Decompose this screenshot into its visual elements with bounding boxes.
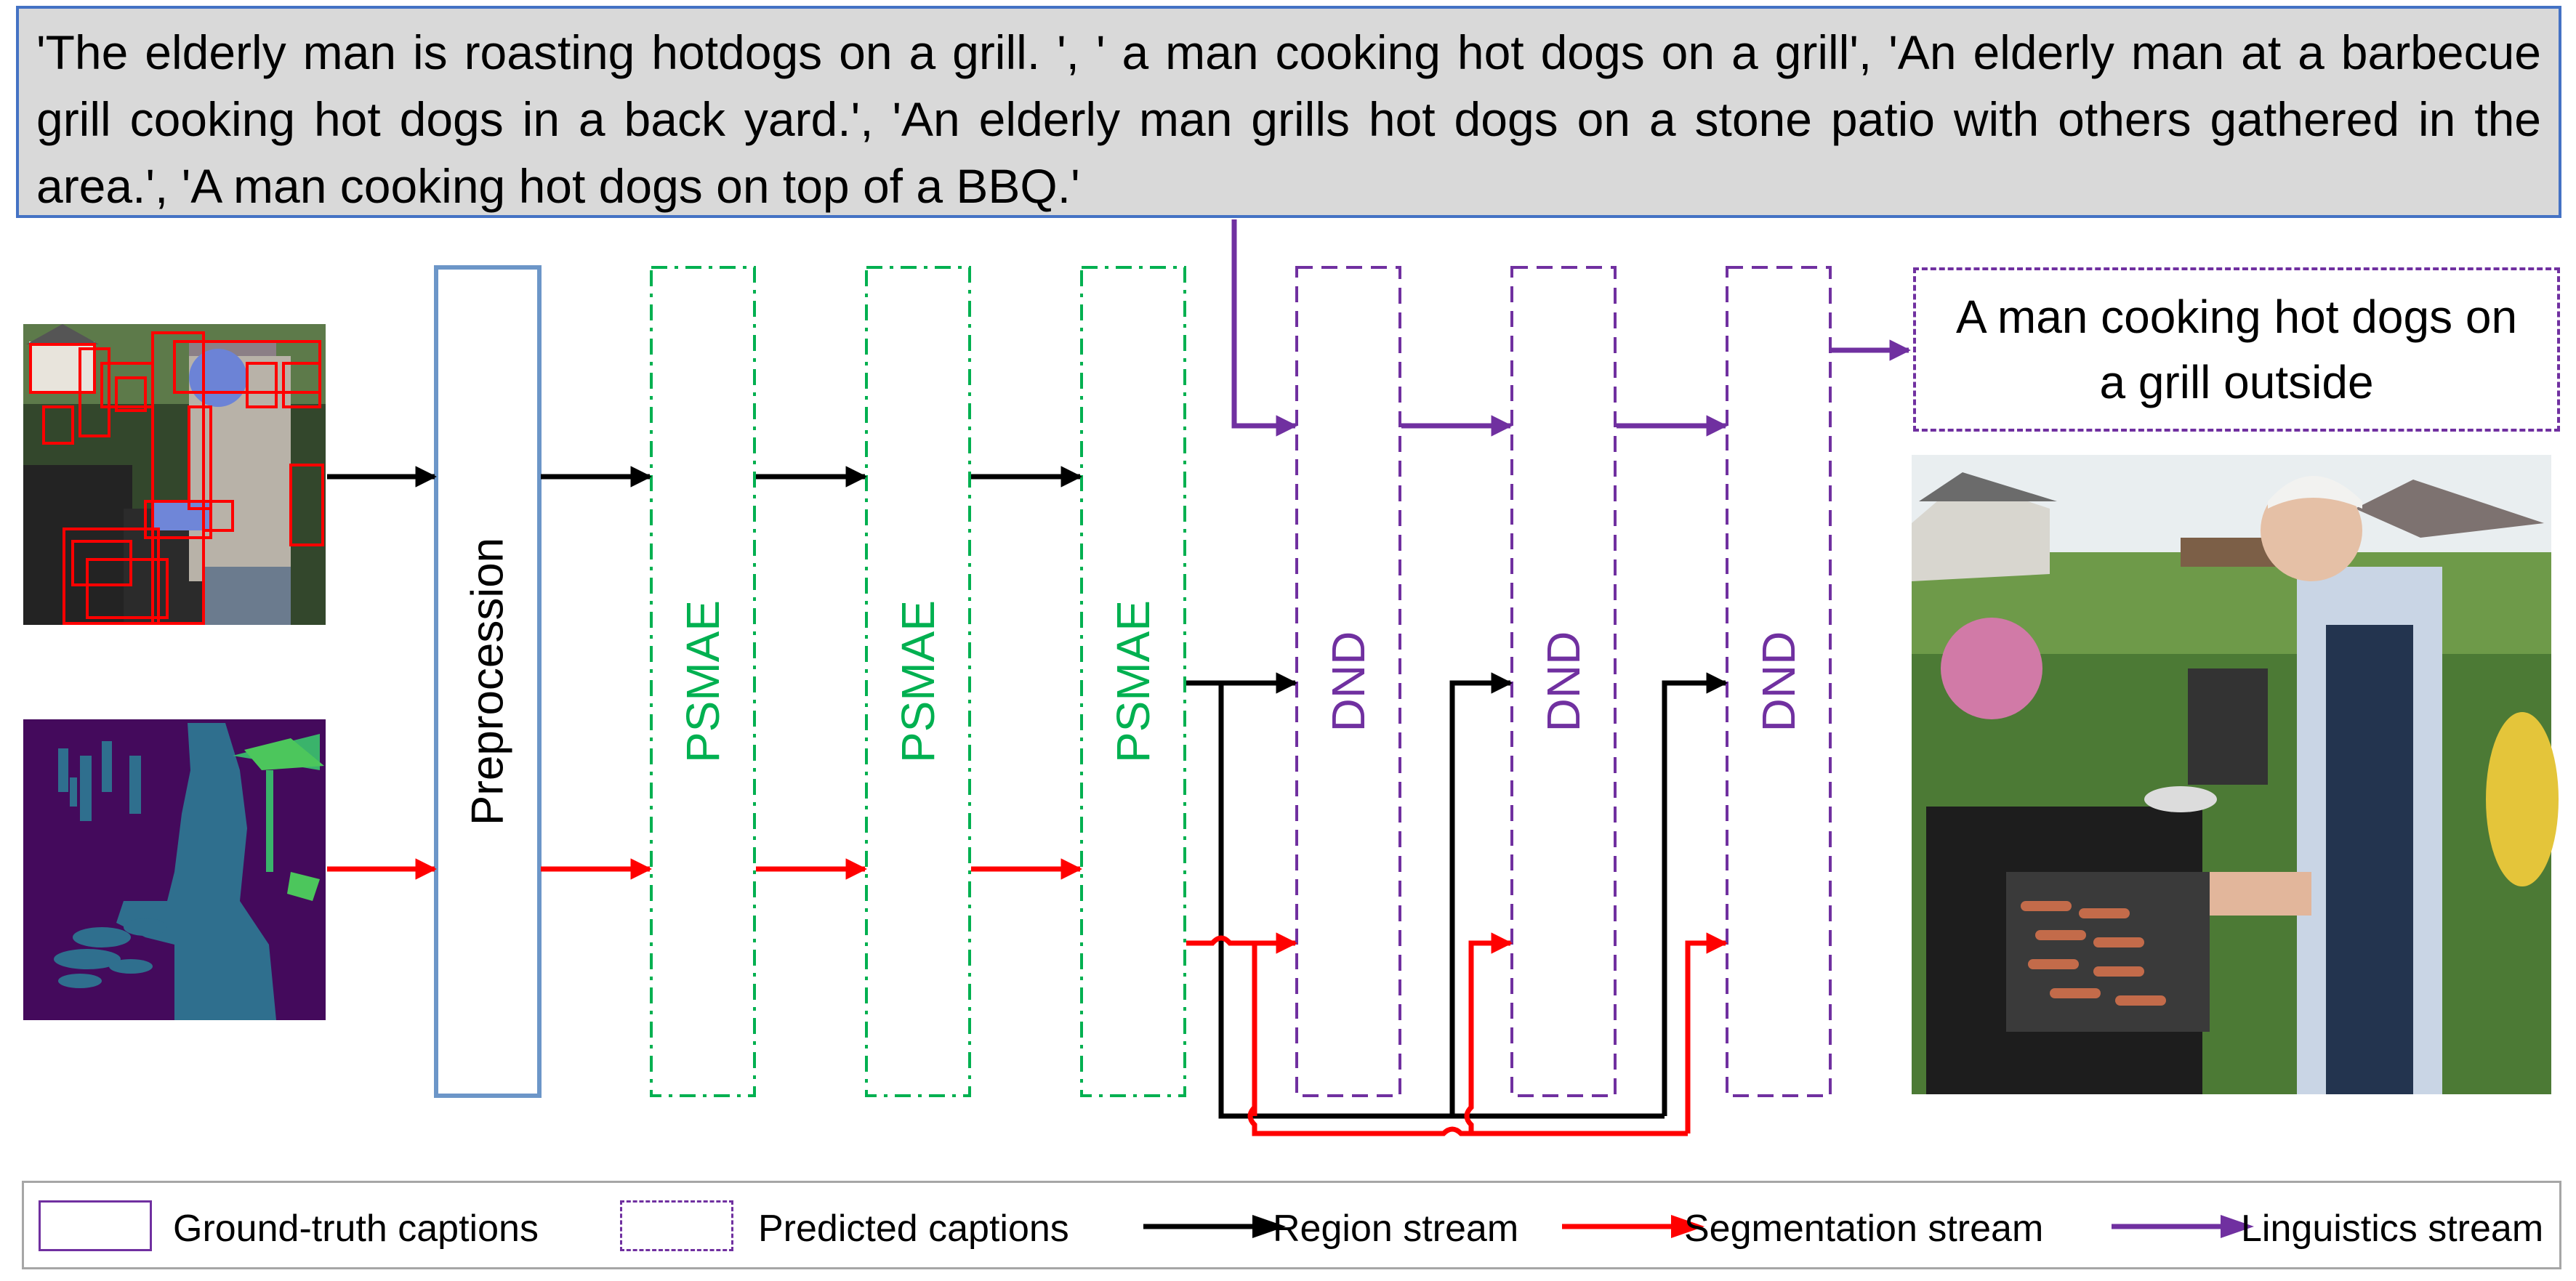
psmae-block-2: PSMAE [865,266,971,1097]
dnd-block-2: DND [1510,266,1617,1097]
predicted-caption-box: A man cooking hot dogs on a grill outsid… [1913,267,2560,432]
legend-segmentation-arrow-icon [1562,1215,1704,1238]
predicted-caption-text: A man cooking hot dogs on a grill outsid… [1956,284,2517,415]
seg-bus [1247,1105,1688,1136]
legend-region-arrow-icon [1143,1215,1286,1238]
legend-linguistics-label: Linguistics stream [2241,1208,2544,1250]
seg-arrow-psmae3-dnd1 [1186,932,1297,954]
region-bus [1218,683,1665,1119]
legend-region-label: Region stream [1273,1208,1519,1250]
dnd-block-1: DND [1295,266,1401,1097]
region-arrow-to-dnd2 [1449,672,1513,1116]
region-arrow-to-dnd3 [1662,672,1728,1116]
grill-photo-image [1912,455,2559,1094]
legend-predicted-label: Predicted captions [758,1208,1069,1250]
seg-arrow-to-dnd3 [1685,932,1728,1133]
dnd-label-3: DND [1752,631,1805,732]
dnd-block-3: DND [1726,266,1832,1097]
dnd-label-1: DND [1322,631,1374,732]
segmentation-stream [327,858,1728,1136]
seg-arrow-to-dnd2 [1464,932,1513,1133]
legend-predicted-swatch [620,1200,733,1251]
preprocession-block: Preprocession [434,265,542,1098]
dnd-label-2: DND [1537,631,1590,732]
legend-segmentation-label: Segmentation stream [1684,1208,2044,1250]
psmae-label-3: PSMAE [1107,600,1159,763]
ling-arrow-gt-dnd1 [1231,219,1297,437]
psmae-label-2: PSMAE [892,600,944,763]
preprocession-label: Preprocession [463,538,513,825]
predicted-caption-line-1: A man cooking hot dogs on [1955,291,2518,343]
legend-ground-truth-swatch [39,1200,152,1251]
psmae-block-1: PSMAE [650,266,756,1097]
legend: Ground-truth captions Predicted captions… [22,1181,2561,1269]
predicted-caption-line-2: a grill outside [2099,356,2374,408]
ground-truth-captions-text: 'The elderly man is roasting hotdogs on … [36,25,2541,213]
region-detection-image [23,324,326,625]
linguistics-stream [1231,219,1911,437]
psmae-block-3: PSMAE [1080,266,1186,1097]
region-stream [327,466,1728,1119]
psmae-label-1: PSMAE [677,600,729,763]
ground-truth-captions-box: 'The elderly man is roasting hotdogs on … [16,6,2561,218]
legend-ground-truth-label: Ground-truth captions [173,1208,539,1250]
segmentation-map-image [23,719,326,1020]
legend-linguistics-arrow-icon [2112,1215,2254,1238]
